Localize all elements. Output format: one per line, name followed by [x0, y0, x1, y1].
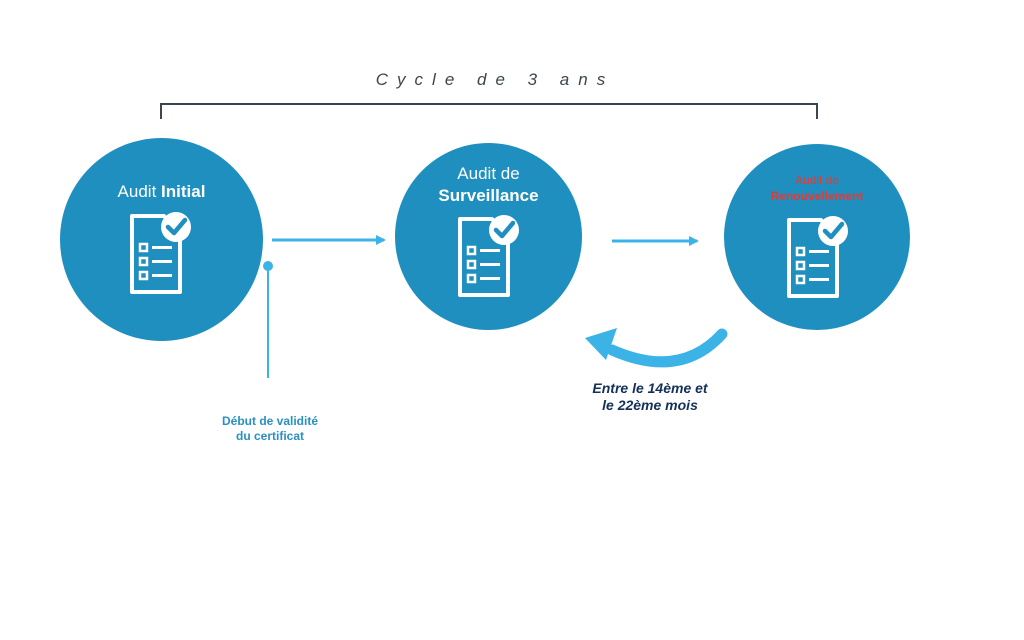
- step-renewal-circle: Audit de Renouvellement: [724, 144, 910, 330]
- checklist-document-icon: [458, 215, 519, 297]
- step-surveillance-circle: Audit de Surveillance: [395, 143, 582, 330]
- checklist-document-icon: [130, 212, 191, 294]
- validity-start-caption: Début de validité du certificat: [221, 414, 319, 443]
- step-renewal-title: Audit de Renouvellement: [770, 173, 864, 203]
- curved-arrow-left-icon: [585, 328, 728, 368]
- months-window-caption: Entre le 14ème et le 22ème mois: [592, 380, 708, 413]
- validity-start-marker: [263, 261, 273, 378]
- checklist-document-icon: [787, 216, 848, 298]
- step-surveillance-title: Audit de Surveillance: [438, 164, 539, 205]
- step-initial-title: Audit Initial: [117, 182, 206, 201]
- cycle-label: Cycle de 3 ans: [375, 70, 615, 89]
- step-initial-circle: Audit Initial: [60, 138, 263, 341]
- cycle-bracket: [160, 103, 818, 119]
